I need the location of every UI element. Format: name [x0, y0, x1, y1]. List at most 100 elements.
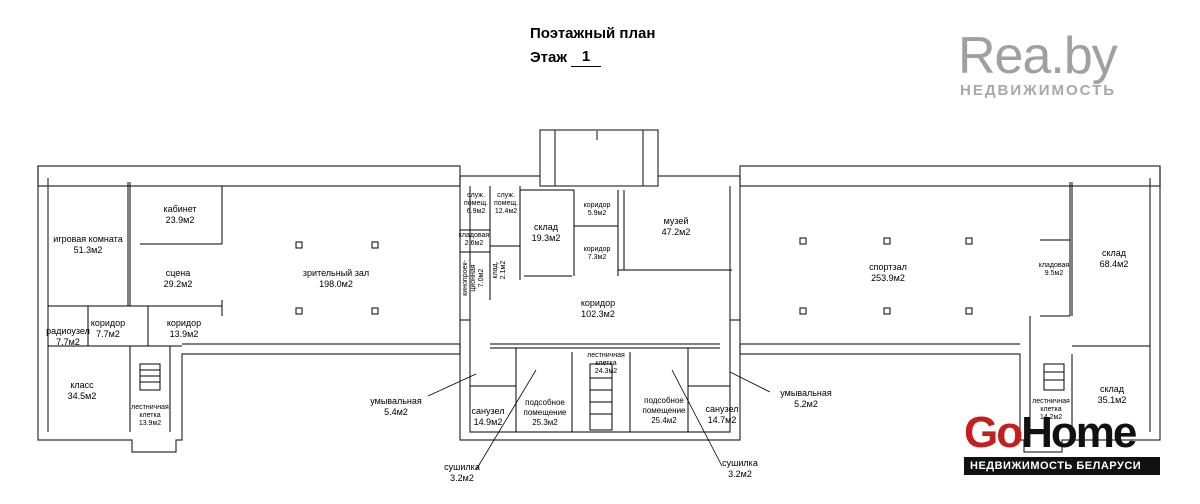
room-area: 35.1м2 — [1097, 395, 1127, 405]
outer-wall-top-left — [37, 165, 461, 187]
room-sushilka-right: сушилка 3.2м2 — [722, 458, 758, 480]
room-name: лестничная клетка — [131, 404, 169, 419]
floor-label: Этаж — [530, 49, 567, 66]
room-kladovaya-26: кладовая 2.6м2 — [459, 232, 489, 248]
room-area: 102.3м2 — [581, 309, 615, 319]
room-sanuzel-149: санузел 14.9м2 — [472, 406, 505, 428]
room-kabinet: кабинет 23.9м2 — [163, 204, 196, 226]
room-area: 5.2м2 — [794, 399, 818, 409]
gohome-logo-home: Home — [1021, 408, 1137, 457]
room-name: подсобное помещение — [523, 398, 567, 417]
room-name: умывальная — [370, 396, 422, 406]
room-area: 7.7м2 — [96, 329, 120, 339]
room-sluzh-124: служ. помещ. 12.4м2 — [490, 192, 522, 216]
room-umyv-52: умывальная 5.2м2 — [780, 388, 832, 410]
room-name: санузел — [471, 406, 505, 416]
entrance-porch — [539, 129, 659, 187]
room-muzey: музей 47.2м2 — [662, 216, 691, 238]
room-name: клад. — [492, 261, 499, 279]
room-area: 13.9м2 — [138, 420, 162, 427]
room-area: 29.2м2 — [163, 279, 193, 289]
room-area: 3.2м2 — [728, 469, 752, 479]
floor-row: Этаж 1 — [530, 47, 655, 67]
rea-watermark-logo: Rea.by НЕДВИЖИМОСТЬ — [958, 30, 1148, 100]
room-lestn-right: лестничная клетка 14.2м2 — [1029, 398, 1073, 422]
room-area: 14.7м2 — [707, 415, 737, 425]
room-name: коридор — [580, 298, 616, 308]
room-area: 19.3м2 — [531, 233, 561, 243]
room-sluzh-69: служ. помещ. 6.9м2 — [461, 192, 491, 216]
room-area: 23.9м2 — [165, 215, 195, 225]
room-name: коридор — [166, 318, 202, 328]
room-area: 34.5м2 — [67, 391, 97, 401]
floor-number: 1 — [571, 47, 601, 67]
room-podsob-254: подсобное помещение 25.4м2 — [638, 396, 690, 426]
room-name: санузел — [705, 404, 739, 414]
room-area: 25.3м2 — [532, 418, 558, 427]
room-name: музей — [663, 216, 689, 226]
room-lestn-left: лестничная клетка 13.9м2 — [127, 404, 173, 428]
room-name: служ. помещ. — [463, 192, 489, 207]
gohome-tagline: НЕДВИЖИМОСТЬ БЕЛАРУСИ — [964, 457, 1160, 475]
room-area: 253.9м2 — [871, 273, 905, 283]
room-area: 7.3м2 — [587, 254, 607, 261]
room-name: радиоузел — [46, 326, 90, 336]
room-sushilka-left: сушилка 3.2м2 — [444, 462, 480, 484]
room-name: подсобное помещение — [642, 396, 686, 415]
room-area: 3.2м2 — [450, 473, 474, 483]
rea-logo-text: Rea.by — [958, 27, 1118, 85]
gohome-watermark-logo: GoHome НЕДВИЖИМОСТЬ БЕЛАРУСИ — [964, 411, 1160, 475]
room-koridor-59: коридор 5.9м2 — [584, 202, 611, 218]
room-klass: класс 34.5м2 — [68, 380, 97, 402]
room-area: 51.3м2 — [73, 245, 103, 255]
room-podsob-253: подсобное помещение 25.3м2 — [519, 398, 571, 428]
room-scena: сцена 29.2м2 — [164, 268, 193, 290]
room-name: лестничная клетка — [1032, 398, 1070, 413]
room-name: класс — [70, 380, 94, 390]
room-koridor-1023: коридор 102.3м2 — [581, 298, 615, 320]
room-lestn-center: лестничная клетка 24.3м2 — [583, 352, 629, 376]
central-wing-walls — [459, 176, 741, 441]
room-name: сцена — [165, 268, 191, 278]
room-sportzal: спортзал 253.9м2 — [869, 262, 907, 284]
room-sklad-684: склад 68.4м2 — [1100, 248, 1129, 270]
room-klad-small: клад. 2.1м2 — [492, 261, 508, 279]
room-radiouzel: радиоузел 7.7м2 — [46, 326, 90, 348]
room-sklad-351: склад 35.1м2 — [1098, 384, 1127, 406]
room-name: умывальная — [780, 388, 832, 398]
room-name: коридор — [583, 246, 611, 253]
room-koridor-139: коридор 13.9м2 — [167, 318, 201, 340]
room-area: 14.2м2 — [1039, 414, 1063, 421]
room-area: 47.2м2 — [661, 227, 691, 237]
room-name: кинопроек- ционная — [462, 260, 477, 296]
gohome-logo-go: Go — [964, 408, 1023, 457]
room-kladovaya-95: кладовая 9.5м2 — [1039, 262, 1069, 278]
room-area: 14.9м2 — [473, 417, 503, 427]
plan-title: Поэтажный план — [530, 25, 656, 42]
room-area: 2.6м2 — [464, 240, 484, 247]
room-name: служ. помещ. — [493, 192, 519, 207]
room-name: спортзал — [869, 262, 907, 272]
room-name: сушилка — [722, 458, 758, 468]
room-area: 25.4м2 — [651, 416, 677, 425]
room-area: 9.5м2 — [1044, 270, 1064, 277]
room-area: 12.4м2 — [494, 208, 518, 215]
room-name: сушилка — [444, 462, 480, 472]
room-name: игровая комната — [53, 234, 123, 244]
room-area: 5.4м2 — [384, 407, 408, 417]
room-area: 13.9м2 — [169, 329, 199, 339]
room-sanuzel-147: санузел 14.7м2 — [706, 404, 739, 426]
room-sklad-193: склад 19.3м2 — [532, 222, 561, 244]
room-area: 7.0м2 — [478, 268, 485, 288]
room-area: 24.3м2 — [594, 368, 618, 375]
room-area: 6.9м2 — [466, 208, 486, 215]
room-umyv-54: умывальная 5.4м2 — [370, 396, 422, 418]
room-area: 198.0м2 — [319, 279, 353, 289]
room-area: 5.9м2 — [587, 210, 607, 217]
rea-logo-subtitle: НЕДВИЖИМОСТЬ — [960, 82, 1117, 99]
room-zal: зрительный зал 198.0м2 — [303, 268, 369, 290]
room-name: коридор — [583, 202, 611, 209]
room-koridor-77: коридор 7.7м2 — [91, 318, 125, 340]
room-name: склад — [1099, 384, 1125, 394]
